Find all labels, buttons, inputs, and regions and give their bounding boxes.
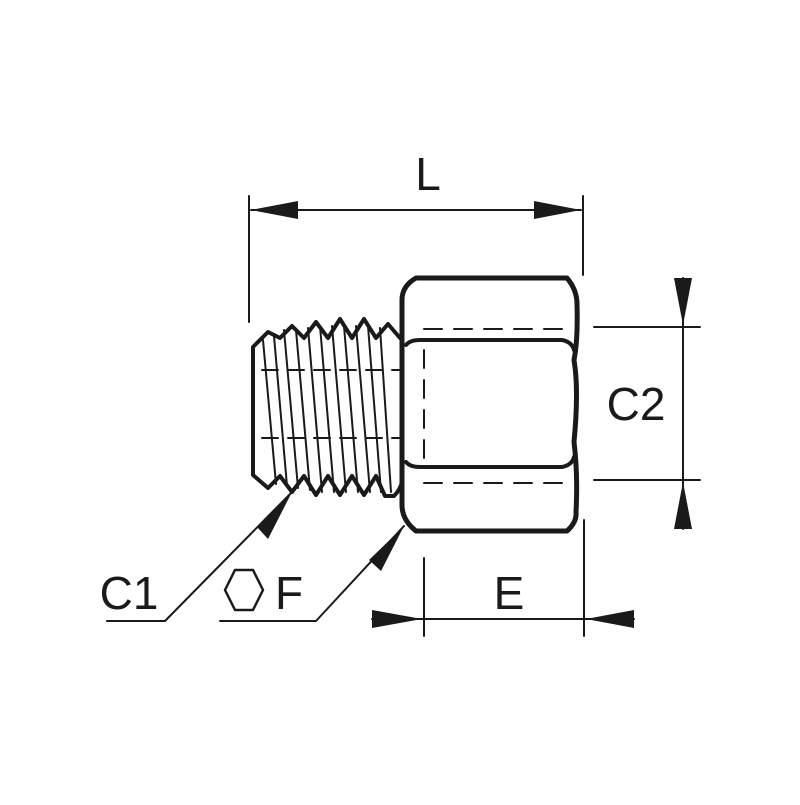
hex-hidden-lines xyxy=(423,328,569,484)
thread-lines xyxy=(262,325,392,493)
label-c1: C1 xyxy=(100,567,159,619)
arrowhead-c2-top xyxy=(674,278,692,325)
label-e: E xyxy=(494,567,525,619)
hex-body xyxy=(399,275,580,534)
male-thread xyxy=(251,317,404,498)
arrowhead-c1 xyxy=(257,492,292,539)
hex-face-line-top xyxy=(404,338,576,352)
label-l: L xyxy=(415,148,441,200)
bore-hidden-lines xyxy=(261,369,401,439)
dimension-e xyxy=(371,519,635,637)
label-f: F xyxy=(275,567,303,619)
leader-line-c1 xyxy=(106,491,293,622)
leader-c1 xyxy=(106,491,293,622)
leader-f xyxy=(219,525,405,622)
arrowhead-e-left xyxy=(372,610,422,628)
arrowhead-e-right xyxy=(586,610,634,628)
dimension-l xyxy=(248,195,584,323)
hex-face-line-bottom xyxy=(404,455,576,469)
arrowhead-c2-bottom xyxy=(674,482,692,529)
leader-line-f xyxy=(219,525,405,622)
hex-outline xyxy=(399,275,580,534)
dimension-c2 xyxy=(593,277,701,530)
arrowhead-l-left xyxy=(251,201,298,219)
arrowhead-l-right xyxy=(534,201,581,219)
arrowhead-f xyxy=(369,526,404,571)
label-c2: C2 xyxy=(607,378,666,430)
hexagon-icon xyxy=(223,568,265,612)
